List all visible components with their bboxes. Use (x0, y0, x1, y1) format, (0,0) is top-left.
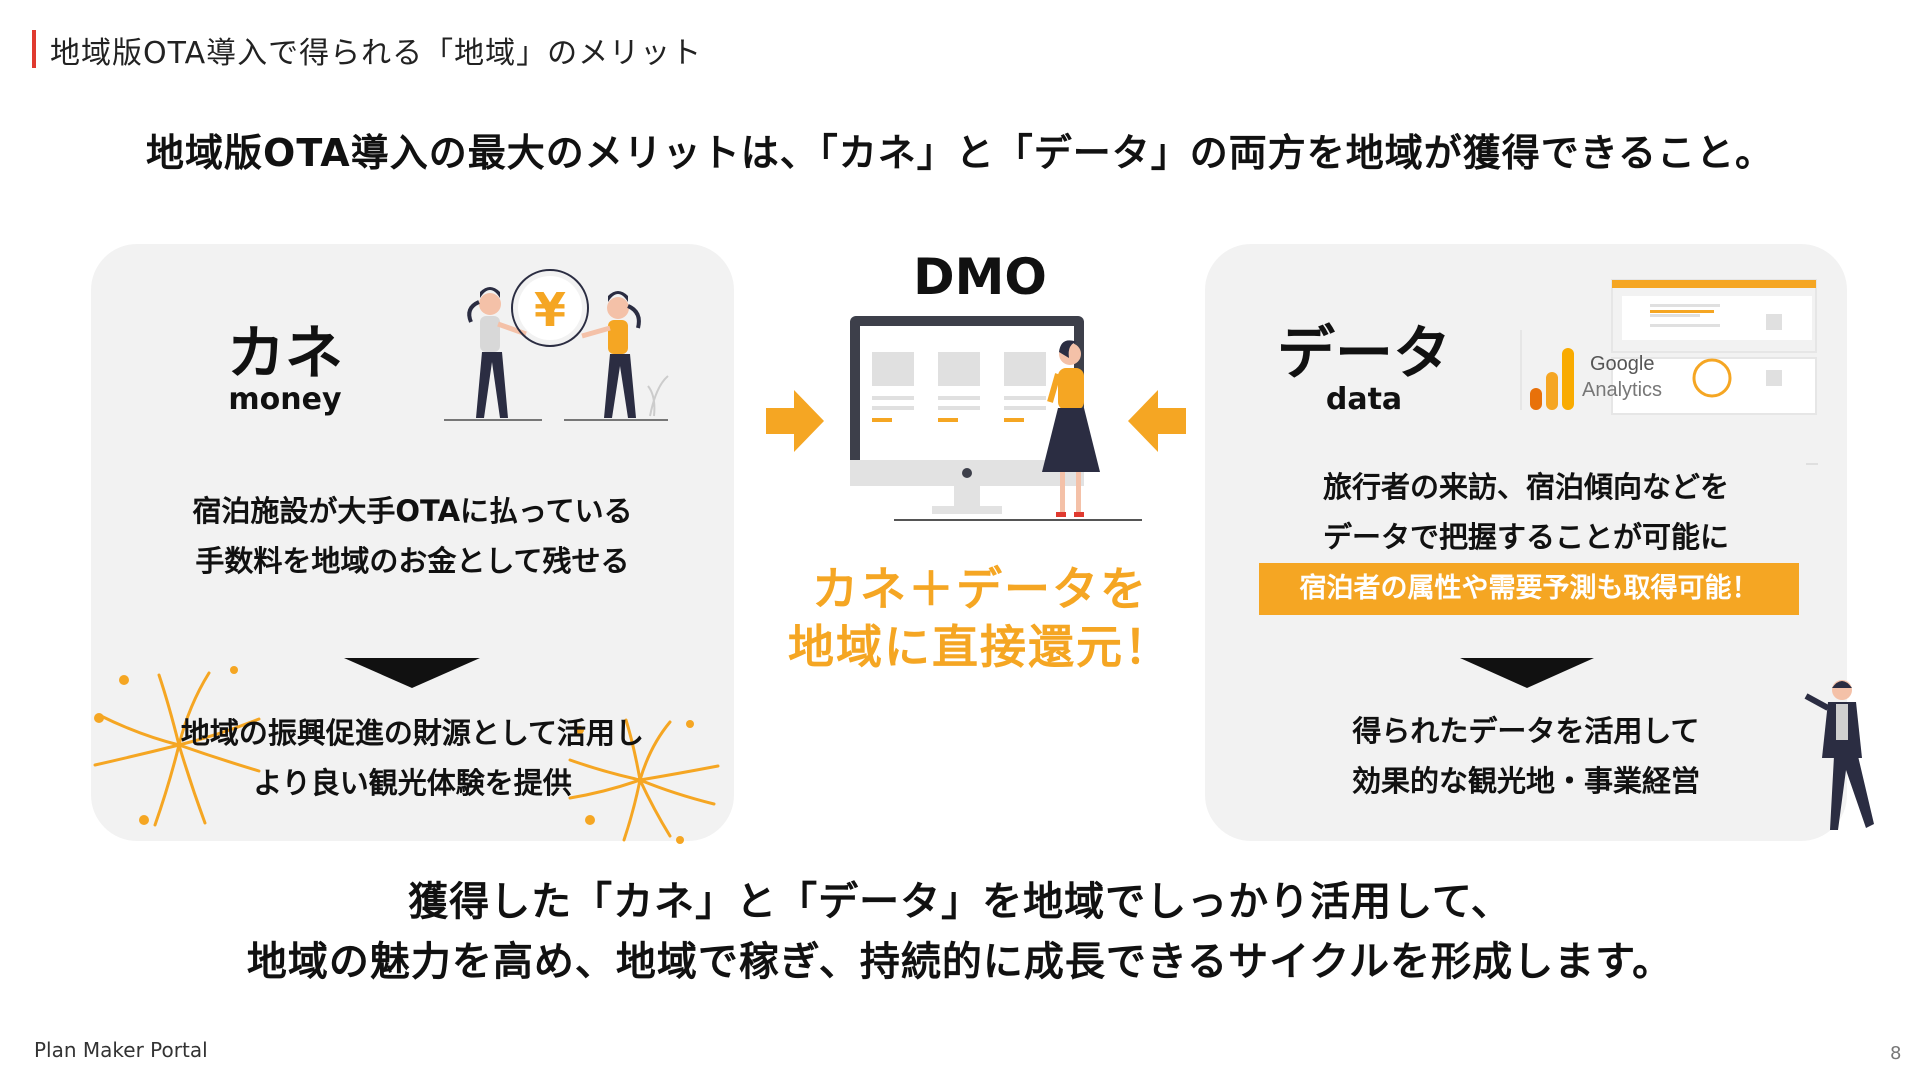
money-result-line1: 地域の振興促進の財源として活用し (91, 708, 734, 758)
down-arrow-icon (344, 658, 480, 688)
money-description: 宿泊施設が大手OTAに払っている 手数料を地域のお金として残せる (91, 486, 734, 586)
arrow-right-icon (766, 390, 824, 452)
page-title: 地域版OTA導入で得られる「地域」のメリット (50, 28, 702, 72)
data-description: 旅行者の来訪、宿泊傾向などを データで把握することが可能に (1205, 462, 1847, 562)
down-arrow-icon-2 (1460, 658, 1594, 688)
data-result-line1: 得られたデータを活用して (1205, 706, 1847, 756)
money-subtitle: money (200, 382, 370, 417)
footer-brand: Plan Maker Portal (34, 1038, 208, 1062)
analytics-dashboard-illustration: Google Analytics (1500, 276, 1820, 466)
bottom-message-line2: 地域の魅力を高め、地域で稼ぎ、持続的に成長できるサイクルを形成します。 (0, 932, 1920, 992)
money-exchange-illustration: ¥ (440, 268, 680, 428)
center-message: カネ＋データを 地域に直接還元！ (700, 560, 1260, 676)
data-result: 得られたデータを活用して 効果的な観光地・事業経営 (1205, 706, 1847, 806)
data-highlight-badge: 宿泊者の属性や需要予測も取得可能！ (1259, 563, 1799, 615)
data-result-line2: 効果的な観光地・事業経営 (1205, 756, 1847, 806)
center-message-line1: カネ＋データを (700, 560, 1260, 618)
bottom-message-line1: 獲得した「カネ」と「データ」を地域でしっかり活用して、 (0, 872, 1920, 932)
monitor-with-person-illustration (846, 312, 1146, 524)
walking-person-illustration (1804, 676, 1884, 840)
data-subtitle: data (1264, 382, 1464, 417)
page-number: 8 (1890, 1043, 1901, 1064)
google-label: Google (1590, 353, 1655, 375)
analytics-label: Analytics (1582, 379, 1662, 401)
headline: 地域版OTA導入の最大のメリットは、「カネ」と「データ」の両方を地域が獲得できる… (0, 122, 1920, 177)
data-description-line2: データで把握することが可能に (1205, 512, 1847, 562)
dmo-label: DMO (870, 248, 1090, 306)
money-result-line2: より良い観光体験を提供 (91, 758, 734, 808)
money-title: カネ (200, 306, 370, 390)
center-message-line2: 地域に直接還元！ (700, 618, 1260, 676)
bottom-message: 獲得した「カネ」と「データ」を地域でしっかり活用して、 地域の魅力を高め、地域で… (0, 872, 1920, 992)
money-result: 地域の振興促進の財源として活用し より良い観光体験を提供 (91, 708, 734, 808)
header-accent-bar (32, 30, 36, 68)
data-title: データ (1264, 306, 1464, 390)
yen-symbol: ¥ (534, 283, 566, 337)
data-description-line1: 旅行者の来訪、宿泊傾向などを (1205, 462, 1847, 512)
money-description-line1: 宿泊施設が大手OTAに払っている (91, 486, 734, 536)
money-description-line2: 手数料を地域のお金として残せる (91, 536, 734, 586)
